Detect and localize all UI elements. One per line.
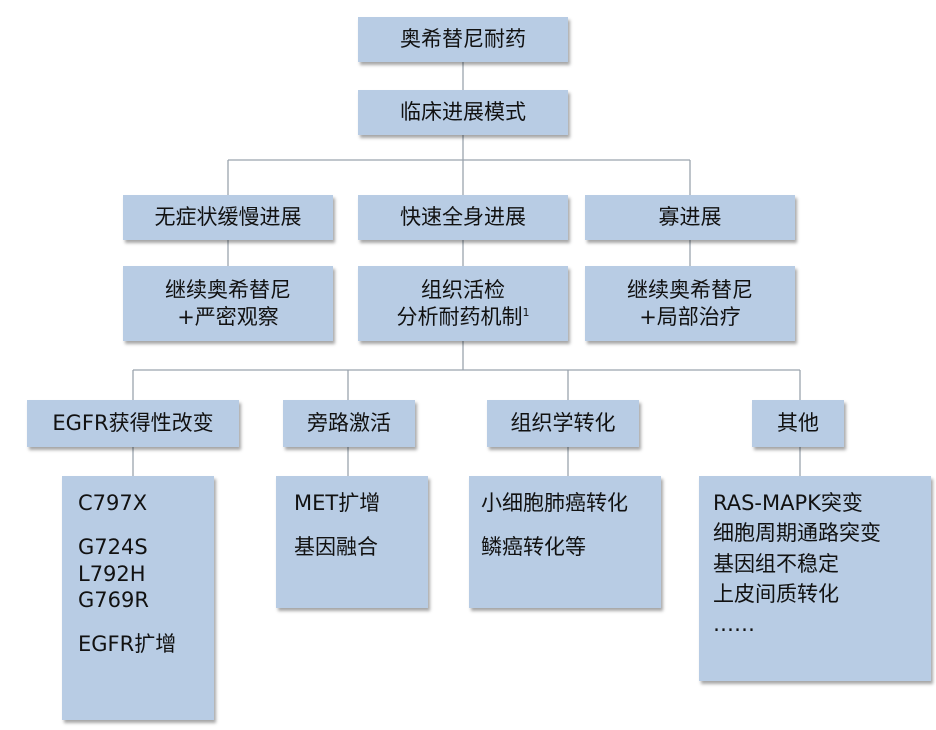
mechanism-node-other: 其他 [752, 400, 844, 447]
list-item: 基因组不稳定 [713, 551, 839, 576]
list-item: 上皮间质转化 [713, 581, 839, 606]
action-line: +局部治疗 [639, 304, 741, 329]
bypass-detail-list: MET扩增 基因融合 [276, 476, 428, 608]
action-line: 分析耐药机制 [396, 304, 523, 329]
mechanism-label: 其他 [777, 411, 819, 436]
action-node-rapid: 组织活检 分析耐药机制1 [358, 266, 568, 341]
progression-node-slow: 无症状缓慢进展 [123, 195, 333, 240]
action-line: 继续奥希替尼 [627, 278, 753, 303]
action-node-slow: 继续奥希替尼 +严密观察 [123, 266, 333, 341]
egfr-detail-list: C797X G724S L792H G769R EGFR扩增 [62, 476, 214, 720]
list-item: MET扩增 [294, 491, 381, 515]
list-item: 细胞周期通路突变 [713, 521, 881, 546]
mechanism-node-egfr: EGFR获得性改变 [27, 400, 239, 447]
list-item: …… [713, 612, 755, 636]
list-item: EGFR扩增 [78, 632, 177, 656]
action-line: 组织活检 [421, 278, 505, 303]
action-line-with-footnote: 分析耐药机制1 [397, 304, 530, 330]
root-label: 奥希替尼耐药 [400, 27, 526, 52]
list-item: 鳞癌转化等 [481, 535, 586, 560]
action-node-oligo: 继续奥希替尼 +局部治疗 [585, 266, 795, 341]
mechanism-label: EGFR获得性改变 [52, 411, 214, 436]
action-line: +严密观察 [177, 304, 279, 329]
other-detail-list: RAS-MAPK突变 细胞周期通路突变 基因组不稳定 上皮间质转化 …… [699, 476, 931, 681]
list-item: C797X [78, 491, 148, 515]
list-item: G724S [78, 535, 148, 560]
list-item: RAS-MAPK突变 [713, 491, 863, 515]
mode-node: 临床进展模式 [358, 90, 568, 135]
progression-node-rapid: 快速全身进展 [358, 195, 568, 240]
mechanism-label: 组织学转化 [510, 411, 616, 436]
progression-label: 寡进展 [658, 205, 722, 230]
list-item: 基因融合 [294, 535, 378, 560]
mode-label: 临床进展模式 [400, 100, 526, 125]
list-item: 小细胞肺癌转化 [481, 491, 628, 515]
progression-node-oligo: 寡进展 [585, 195, 795, 240]
root-node: 奥希替尼耐药 [358, 17, 568, 62]
footnote-marker: 1 [522, 305, 530, 319]
action-line: 继续奥希替尼 [165, 278, 291, 303]
list-item: L792H [78, 561, 146, 586]
progression-label: 快速全身进展 [400, 205, 526, 230]
mechanism-node-bypass: 旁路激活 [283, 400, 415, 447]
mechanism-label: 旁路激活 [307, 411, 391, 436]
histologic-detail-list: 小细胞肺癌转化 鳞癌转化等 [469, 476, 661, 608]
mechanism-node-histologic: 组织学转化 [487, 400, 639, 447]
progression-label: 无症状缓慢进展 [154, 205, 302, 230]
list-item: G769R [78, 587, 149, 612]
